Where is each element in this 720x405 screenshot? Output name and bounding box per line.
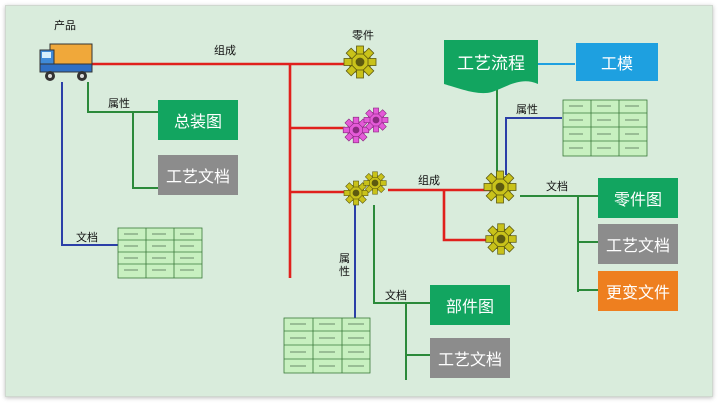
box-process-doc-left: 工艺文档 bbox=[158, 155, 238, 195]
label-document-right: 文档 bbox=[546, 180, 568, 193]
table-icon-mid bbox=[283, 317, 371, 374]
label-compose-top: 组成 bbox=[214, 44, 236, 57]
label-attribute-mid: 属性 bbox=[339, 252, 350, 278]
blue-attr-line-right bbox=[505, 117, 562, 175]
truck-icon bbox=[39, 43, 93, 81]
green-doc-line-right bbox=[520, 195, 598, 292]
blue-doc-line-left bbox=[61, 82, 118, 246]
label-part: 零件 bbox=[352, 29, 374, 42]
box-change-file: 更变文件 bbox=[598, 271, 678, 311]
label-document-mid: 文档 bbox=[385, 289, 407, 302]
label-product: 产品 bbox=[54, 19, 76, 32]
box-component-drawing: 部件图 bbox=[430, 285, 510, 325]
box-part-drawing: 零件图 bbox=[598, 178, 678, 218]
gear-icon-part bbox=[343, 45, 377, 79]
green-doc-line-mid bbox=[373, 205, 430, 380]
gear-icon-sub-2 bbox=[485, 223, 517, 255]
label-compose-mid: 组成 bbox=[418, 174, 440, 187]
box-process-doc-right: 工艺文档 bbox=[598, 224, 678, 264]
process-flow-banner bbox=[444, 40, 538, 94]
gear-icon-assembly bbox=[343, 171, 387, 206]
box-tooling: 工模 bbox=[576, 43, 658, 81]
green-attr-line-left bbox=[87, 82, 158, 189]
label-attribute-left: 属性 bbox=[108, 97, 130, 110]
red-main-line bbox=[92, 62, 490, 278]
box-assembly-drawing: 总装图 bbox=[158, 100, 238, 140]
table-icon-right bbox=[562, 99, 648, 157]
label-document-left: 文档 bbox=[76, 231, 98, 244]
gear-icon-magenta bbox=[342, 107, 389, 144]
gear-icon-sub-1 bbox=[483, 170, 517, 204]
box-process-doc-mid: 工艺文档 bbox=[430, 338, 510, 378]
label-attribute-right: 属性 bbox=[516, 103, 538, 116]
box-process-flow: 工艺流程 bbox=[457, 53, 525, 74]
